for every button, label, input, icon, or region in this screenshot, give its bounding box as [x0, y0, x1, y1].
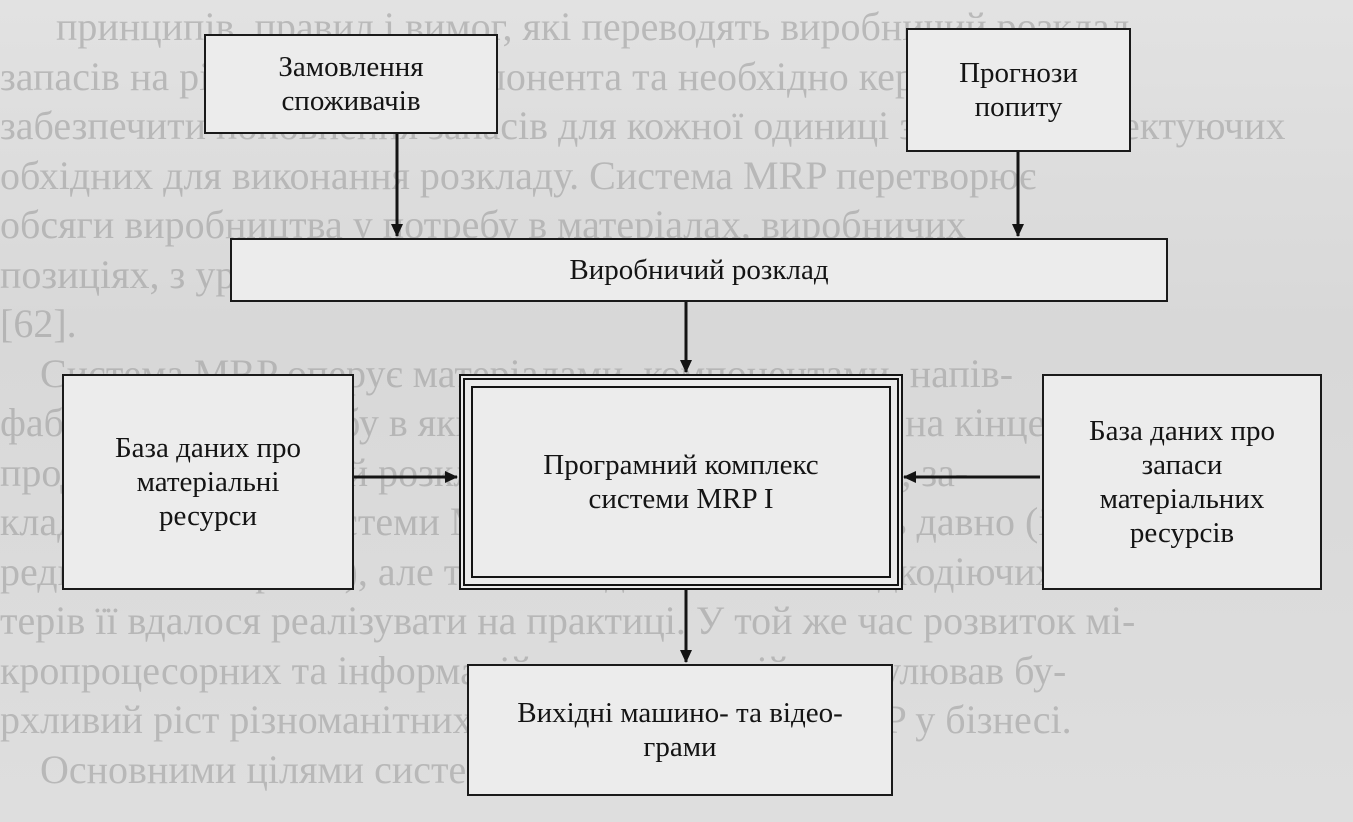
node-label-line: База даних про	[1088, 415, 1276, 447]
node-label: Вихідні машино- та відео-грами	[517, 696, 843, 764]
background-text-line: запасів на рівні кожного компонента та н…	[0, 53, 1009, 99]
node-label-line: грами	[643, 731, 717, 763]
background-text-line: терів її вдалося реалізувати на практиці…	[0, 598, 1136, 643]
node-label-line: Прогнози	[959, 57, 1078, 89]
node-label-line: попиту	[974, 91, 1063, 123]
background-text-line: обхідних для виконання розкладу. Система…	[0, 152, 1037, 198]
node-label-line: Програмний комплекс	[543, 449, 819, 481]
node-label-line: матеріальних	[1099, 483, 1265, 515]
node-label-line: ресурсів	[1129, 517, 1235, 549]
node-label-line: Виробничий розклад	[569, 254, 829, 286]
node-label-line: ресурси	[159, 500, 257, 532]
node-label-line: матеріальні	[136, 466, 280, 498]
node-label-line: запаси	[1141, 449, 1223, 481]
node-label: Виробничий розклад	[569, 253, 828, 287]
node-label-line: споживачів	[281, 85, 421, 117]
node-output: Вихідні машино- та відео-грами	[467, 664, 893, 796]
node-label-line: Замовлення	[278, 51, 424, 83]
node-label-line: База даних про	[114, 432, 302, 464]
node-label-line: системи MRP I	[588, 483, 774, 515]
background-text-line: [62].	[0, 301, 77, 346]
node-label-line: Вихідні машино- та відео-	[517, 697, 843, 729]
node-schedule: Виробничий розклад	[230, 238, 1168, 302]
